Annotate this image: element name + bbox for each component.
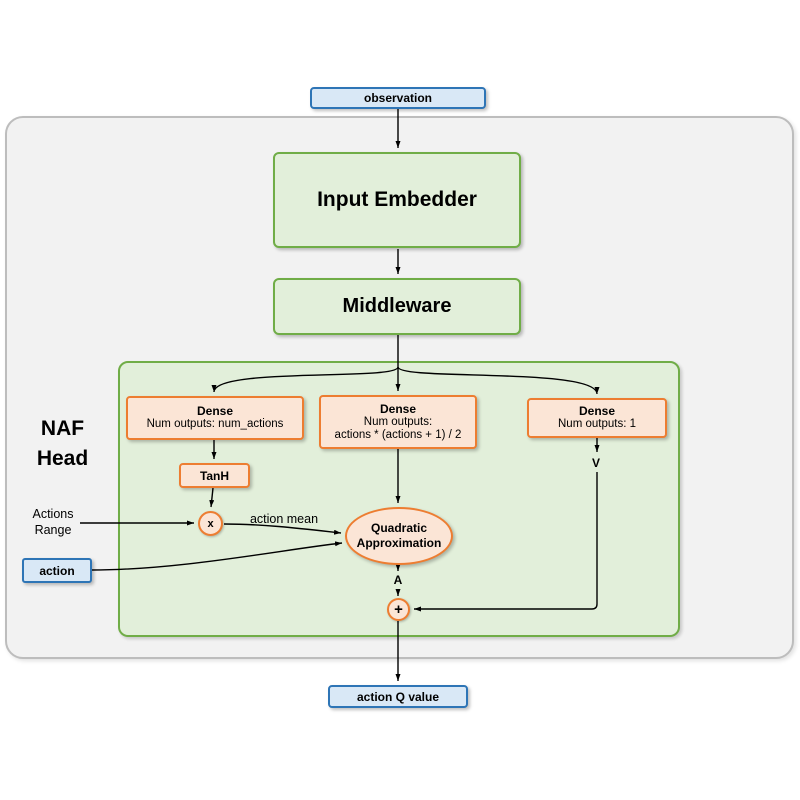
tanh-label: TanH (199, 468, 230, 483)
actions-range-line1: Actions (32, 507, 74, 521)
dense-value-title: Dense (578, 404, 616, 418)
action-q-value-label: action Q value (356, 689, 440, 704)
input-embedder-node: Input Embedder (273, 152, 521, 248)
observation-label: observation (363, 91, 432, 105)
input-embedder-label: Input Embedder (317, 188, 477, 211)
dense-value-outputs: Num outputs: 1 (558, 418, 636, 430)
actions-range-line2: Range (34, 523, 72, 537)
sum-symbol: + (394, 601, 403, 618)
tanh-node: TanH (179, 463, 250, 488)
middleware-node: Middleware (273, 278, 521, 335)
advantage-label: A (389, 572, 407, 588)
action-mean-text: action mean (249, 512, 319, 526)
naf-head-title-line1: NAF (40, 417, 85, 440)
multiply-node: x (198, 511, 223, 536)
action-mean-label: action mean (238, 511, 330, 527)
quadratic-approximation-node: Quadratic Approximation (345, 507, 453, 565)
advantage-text: A (393, 573, 403, 587)
dense-quadratic-node: Dense Num outputs: actions * (actions + … (319, 395, 477, 449)
action-node: action (22, 558, 92, 583)
dense-actions-node: Dense Num outputs: num_actions (126, 396, 304, 440)
observation-node: observation (310, 87, 486, 109)
sum-node: + (387, 598, 410, 621)
dense-quadratic-outputs-line2: actions * (actions + 1) / 2 (334, 428, 462, 441)
multiply-symbol: x (207, 517, 214, 530)
middleware-label: Middleware (342, 295, 452, 317)
dense-actions-title: Dense (196, 404, 234, 418)
dense-value-node: Dense Num outputs: 1 (527, 398, 667, 438)
action-label: action (39, 563, 75, 578)
dense-actions-outputs: Num outputs: num_actions (146, 418, 284, 430)
action-q-value-node: action Q value (328, 685, 468, 708)
dense-quadratic-outputs-line1: Num outputs: (363, 415, 433, 428)
naf-head-title-line2: Head (36, 447, 89, 470)
state-value-label: V (587, 454, 605, 471)
quadratic-label-line1: Quadratic (370, 521, 427, 535)
naf-head-title: NAF Head (20, 412, 105, 476)
actions-range-label: Actions Range (24, 505, 82, 539)
quadratic-label-line2: Approximation (356, 536, 442, 550)
dense-quadratic-title: Dense (379, 401, 417, 416)
state-value-text: V (591, 455, 600, 470)
